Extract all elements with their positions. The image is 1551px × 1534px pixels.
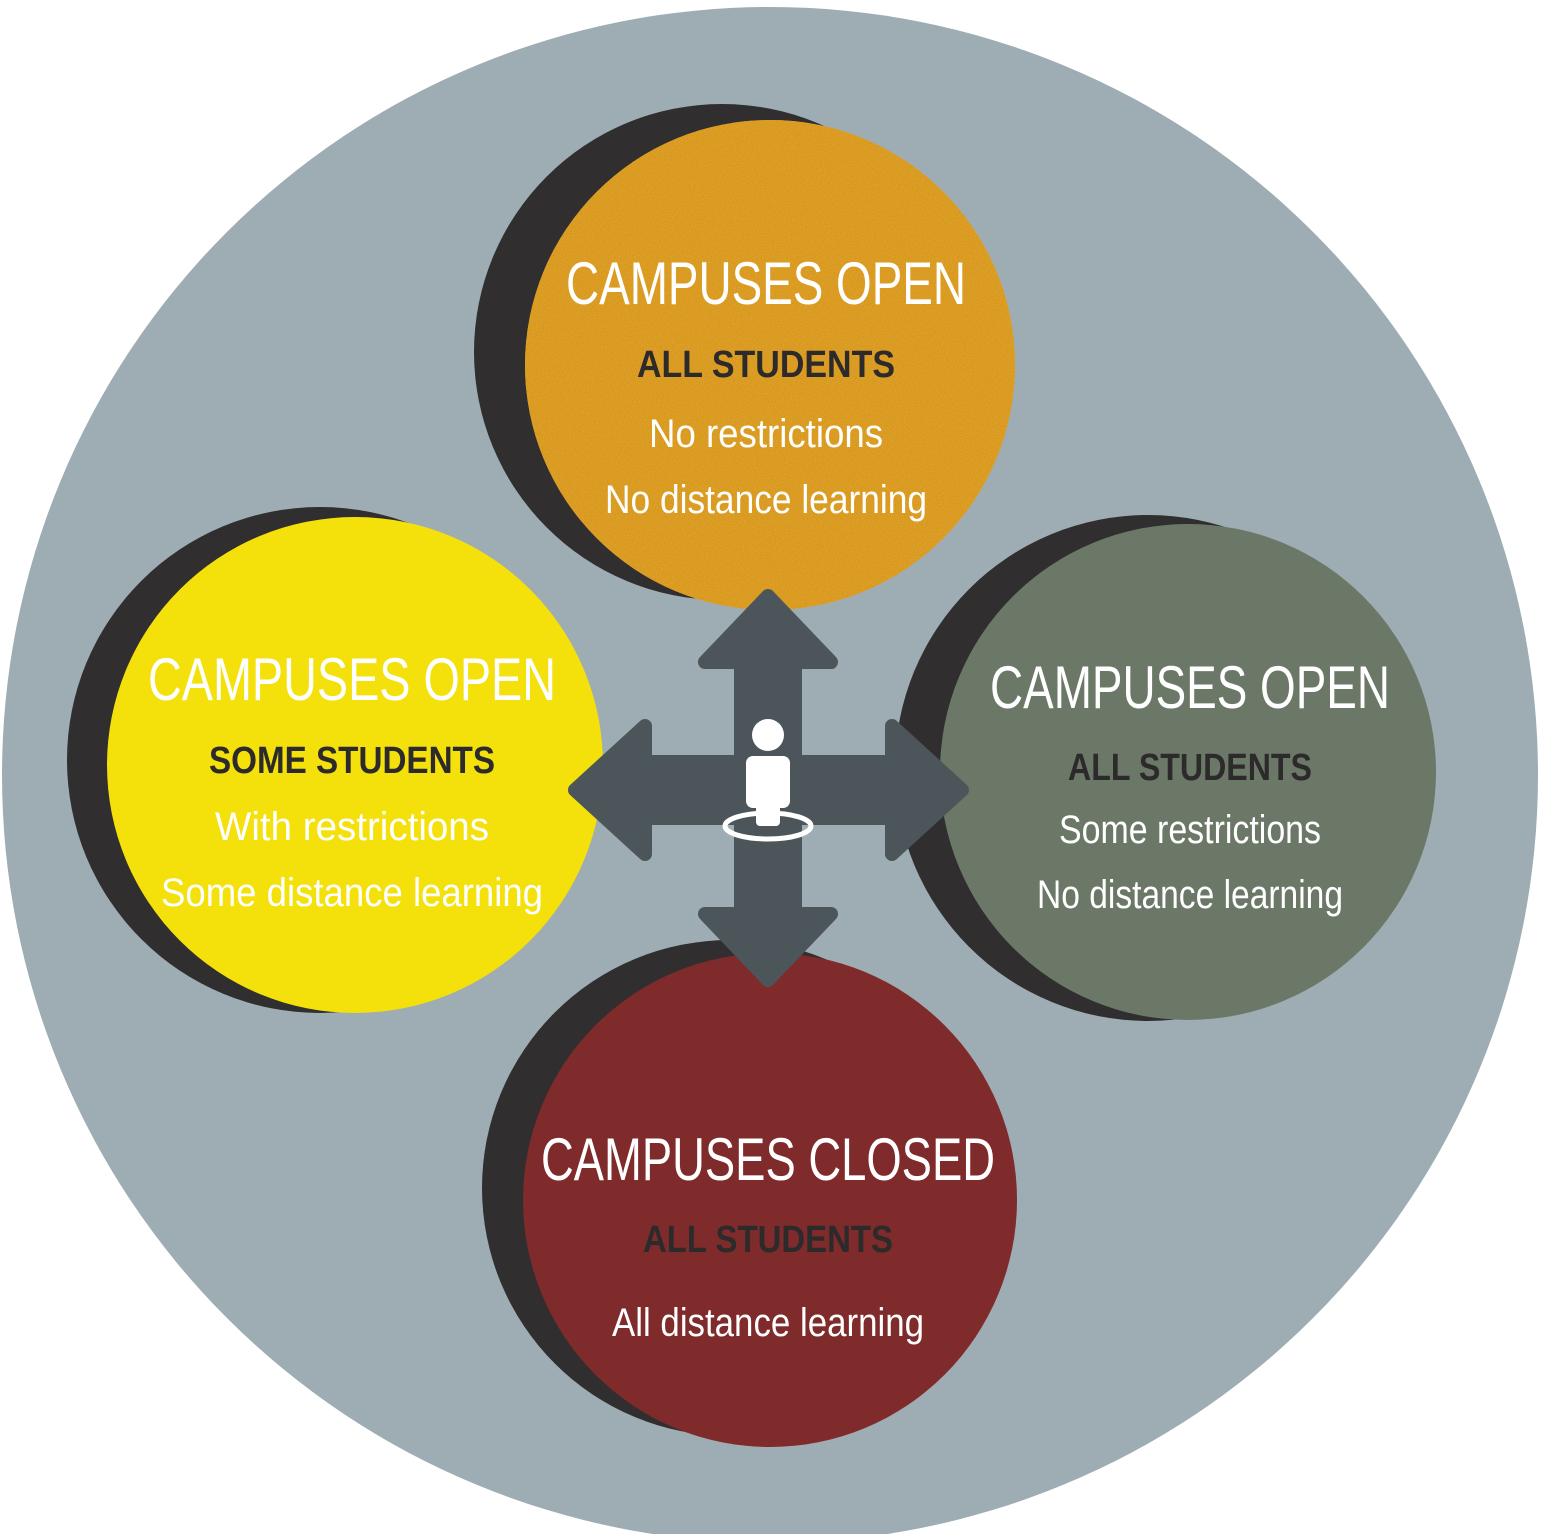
scenario-right-circle bbox=[940, 524, 1436, 1020]
scenario-left-line2: Some distance learning bbox=[161, 871, 543, 915]
scenario-bottom: CAMPUSES CLOSED ALL STUDENTS All distanc… bbox=[482, 940, 1017, 1447]
scenario-left-line1: With restrictions bbox=[215, 805, 489, 849]
scenario-left-subtitle: SOME STUDENTS bbox=[209, 740, 495, 782]
scenario-right-title: CAMPUSES OPEN bbox=[990, 654, 1390, 721]
scenario-top-line1: No restrictions bbox=[649, 412, 883, 456]
scenario-top-line2: No distance learning bbox=[605, 478, 927, 522]
scenario-left-title: CAMPUSES OPEN bbox=[148, 646, 556, 713]
scenario-right: CAMPUSES OPEN ALL STUDENTS Some restrict… bbox=[895, 515, 1436, 1021]
scenario-right-line1: Some restrictions bbox=[1059, 808, 1321, 852]
scenario-bottom-circle bbox=[523, 953, 1017, 1447]
scenario-bottom-title: CAMPUSES CLOSED bbox=[541, 1126, 995, 1193]
scenario-top: CAMPUSES OPEN ALL STUDENTS No restrictio… bbox=[474, 104, 1015, 610]
scenario-bottom-subtitle: ALL STUDENTS bbox=[643, 1219, 893, 1261]
scenario-bottom-line1: All distance learning bbox=[612, 1301, 924, 1345]
scenario-left-circle bbox=[107, 517, 603, 1013]
scenario-left: CAMPUSES OPEN SOME STUDENTS With restric… bbox=[67, 507, 603, 1013]
scenario-top-texture bbox=[525, 120, 1015, 610]
scenario-top-title: CAMPUSES OPEN bbox=[566, 250, 966, 317]
scenario-right-subtitle: ALL STUDENTS bbox=[1068, 747, 1312, 789]
person-standing-in-ring-icon bbox=[722, 719, 814, 842]
scenario-right-line2: No distance learning bbox=[1037, 873, 1343, 917]
scenario-top-subtitle: ALL STUDENTS bbox=[637, 344, 895, 386]
